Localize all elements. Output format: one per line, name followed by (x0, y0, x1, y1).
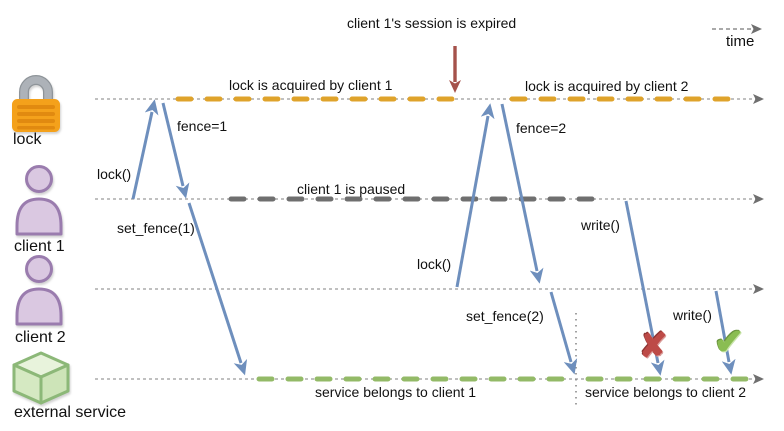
arrow-write-client2 (714, 290, 736, 375)
segment-label-client1-paused: client 1 is paused (297, 181, 406, 197)
actor-label-lock: lock (13, 131, 42, 148)
actor-label-client1: client 1 (14, 238, 65, 255)
write-accepted-check-icon: ✔ (714, 321, 745, 362)
message-label-lock-call-1: lock() (97, 166, 132, 182)
message-label-lock-call-2: lock() (417, 256, 452, 272)
padlock-icon (11, 73, 61, 138)
segment-label-service-client2: service belongs to client 2 (585, 384, 747, 400)
cube-icon (11, 351, 71, 410)
arrow-lock-call-2 (455, 103, 495, 288)
person-icon (12, 254, 68, 331)
arrow-write-client1 (624, 200, 665, 376)
segment-label-service-client1: service belongs to client 1 (315, 384, 477, 400)
arrow-lock-call-1 (131, 99, 159, 200)
person-icon (12, 164, 68, 241)
message-label-fence-2: fence=2 (516, 120, 567, 136)
arrow-fence-2 (500, 103, 544, 284)
arrow-fence-1 (161, 102, 190, 199)
segment-label-lock-acquired-client2: lock is acquired by client 2 (525, 78, 689, 94)
message-label-set-fence-1: set_fence(1) (117, 220, 195, 236)
message-label-write-client2: write() (673, 307, 712, 323)
write-rejected-x-icon: ✘ (639, 327, 668, 365)
session-expired-label: client 1's session is expired (347, 15, 517, 31)
message-label-fence-1: fence=1 (177, 118, 228, 134)
message-label-set-fence-2: set_fence(2) (466, 308, 544, 324)
arrow-set-fence-2 (549, 291, 578, 375)
arrow-set-fence-1 (187, 202, 248, 376)
time-axis-label: time (726, 33, 755, 50)
actor-label-external-service: external service (14, 404, 127, 421)
message-label-write-client1: write() (581, 217, 620, 233)
actor-label-client2: client 2 (15, 329, 66, 346)
segment-label-lock-acquired-client1: lock is acquired by client 1 (229, 77, 393, 93)
